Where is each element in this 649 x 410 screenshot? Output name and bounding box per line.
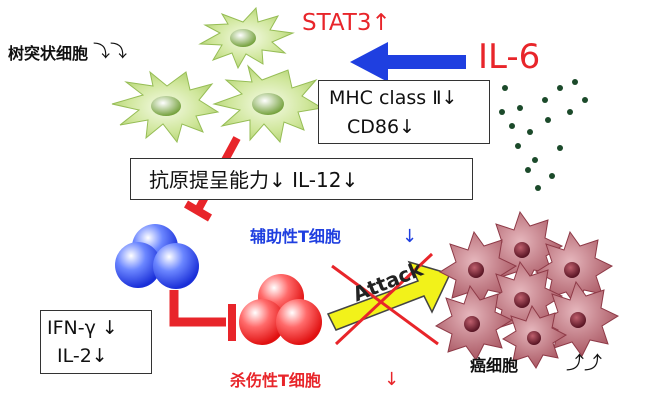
helper-t-cell-label: 辅助性T细胞: [250, 227, 341, 246]
mhc-class-ii-label: MHC class Ⅱ↓: [329, 87, 458, 109]
ifn-gamma-label: IFN-γ ↓: [47, 317, 118, 339]
dendritic-cell-label: 树突状细胞: [8, 44, 89, 63]
il6-dots: [499, 79, 588, 191]
stat3-label: STAT3↑: [302, 10, 391, 36]
helper-t-cell-cluster: [115, 224, 199, 289]
il2-label: IL-2↓: [57, 345, 108, 367]
cancer-cell-label: 癌细胞: [470, 356, 519, 375]
dendritic-cell-right: [212, 64, 324, 144]
cancer-cell: [434, 284, 514, 361]
antigen-presentation-box: 抗原提呈能力↓ IL-12↓: [130, 158, 473, 200]
il6-label: IL-6: [478, 37, 541, 77]
cytotoxic-t-cell-down-arrow: ↓: [384, 369, 400, 390]
attack-arrow: [326, 252, 452, 346]
cytotoxic-t-cell-cluster: [239, 274, 322, 345]
cancer-cell: [501, 304, 568, 369]
dendritic-cell-top: [198, 6, 295, 70]
helper-inhibition-line: [169, 290, 236, 341]
dendritic-cell-increase-arrows: ⤵⤵: [93, 42, 127, 62]
mhc-cd86-box: MHC class Ⅱ↓ CD86↓: [318, 80, 490, 144]
cancer-cell-increase-arrows: ⤴⤴: [566, 353, 602, 374]
il6-arrow: [350, 42, 466, 82]
antigen-presentation-label: 抗原提呈能力↓ IL-12↓: [149, 168, 359, 192]
ifn-il2-box: IFN-γ ↓ IL-2↓: [40, 310, 152, 374]
helper-t-cell-down-arrow: ↓: [402, 226, 418, 247]
cd86-label: CD86↓: [347, 116, 415, 138]
cancer-cells: [434, 210, 620, 369]
cytotoxic-t-cell-label: 杀伤性T细胞: [230, 371, 321, 390]
attack-cross-line-b: [334, 252, 434, 346]
dendritic-cell-left: [111, 70, 220, 144]
attack-cross-line-a: [331, 264, 439, 346]
